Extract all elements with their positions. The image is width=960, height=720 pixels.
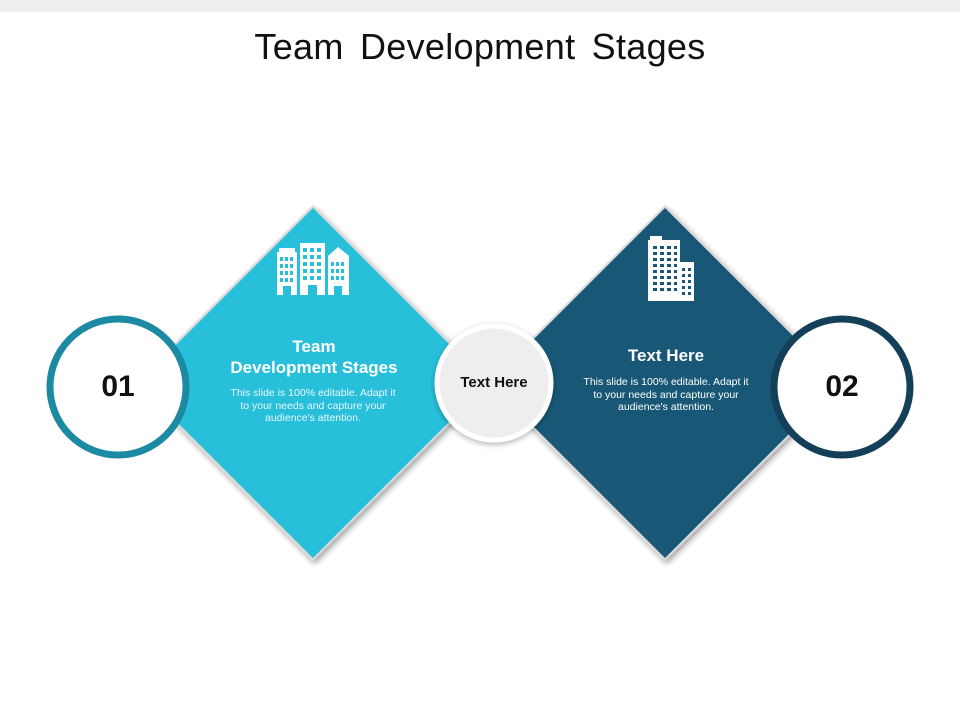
buildings-icon bbox=[277, 243, 349, 295]
stage-2-number-ring bbox=[770, 315, 914, 459]
center-label: Text Here bbox=[460, 374, 528, 391]
stage-1-description-line: audience's attention. bbox=[265, 412, 361, 424]
office-tower-icon bbox=[648, 236, 694, 301]
stage-2-number: 02 bbox=[825, 370, 859, 403]
stage-1-number-ring bbox=[46, 315, 190, 459]
stage-2-description: This slide is 100% editable. Adapt it to… bbox=[556, 376, 776, 414]
stage-2-description-line: This slide is 100% editable. Adapt it bbox=[583, 376, 749, 388]
stage-1-heading: Team Development Stages bbox=[194, 336, 434, 378]
top-strip bbox=[0, 0, 960, 12]
stage-1-description: This slide is 100% editable. Adapt it to… bbox=[203, 387, 423, 425]
stage-2-description-line: audience's attention. bbox=[618, 401, 714, 413]
stage-1-description-line: to your needs and capture your bbox=[240, 399, 386, 412]
page-title: Team Development Stages bbox=[254, 26, 706, 67]
stage-1-description-line: This slide is 100% editable. Adapt it bbox=[230, 387, 396, 399]
center-disc bbox=[434, 323, 554, 443]
stage-2-description-line: to your needs and capture your bbox=[593, 388, 739, 401]
stage-1-heading-line1: Team bbox=[292, 337, 336, 356]
stage-1-diamond-fill bbox=[138, 208, 488, 558]
stage-2-heading: Text Here bbox=[627, 346, 705, 365]
stage-2-diamond-fill bbox=[490, 208, 840, 558]
stage-1-heading-line2: Development Stages bbox=[230, 358, 398, 377]
stage-1-number: 01 bbox=[101, 370, 135, 403]
